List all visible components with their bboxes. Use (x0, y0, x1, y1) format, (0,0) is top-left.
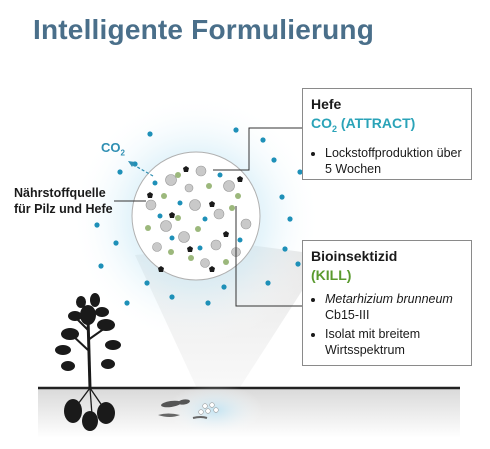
co2-arrow (131, 163, 154, 177)
larvae-illustration (158, 399, 219, 419)
bio-subheading: (KILL) (311, 267, 352, 283)
nutrient-label: Nährstoffquelle für Pilz und Hefe (14, 185, 113, 217)
hefe-heading: Hefe (311, 96, 342, 112)
bio-bullet-2: Isolat mit breitem Wirtsspektrum (325, 326, 463, 358)
co2-label: CO2 (101, 140, 125, 158)
co2-dots (94, 127, 303, 306)
nutrient-label-line2: für Pilz und Hefe (14, 202, 113, 216)
bio-heading: Bioinsektizid (311, 248, 398, 264)
hefe-box: Hefe CO2 (ATTRACT) Lockstoffproduktion ü… (302, 88, 472, 180)
hefe-connector (213, 127, 302, 171)
hefe-subheading: CO2 (ATTRACT) (311, 115, 416, 134)
sphere-particles (145, 165, 252, 272)
hefe-bullet: Lockstoffproduktion über 5 Wochen (325, 145, 463, 177)
plant-illustration (55, 293, 121, 431)
page-title: Intelligente Formulierung (33, 14, 375, 45)
hefe-bullets: Lockstoffproduktion über 5 Wochen (311, 145, 463, 177)
nutrient-label-line1: Nährstoffquelle (14, 186, 106, 200)
bio-box: Bioinsektizid (KILL) Metarhizium brunneu… (302, 240, 472, 366)
co2-arrowhead (128, 161, 135, 167)
bio-connector (235, 206, 302, 307)
